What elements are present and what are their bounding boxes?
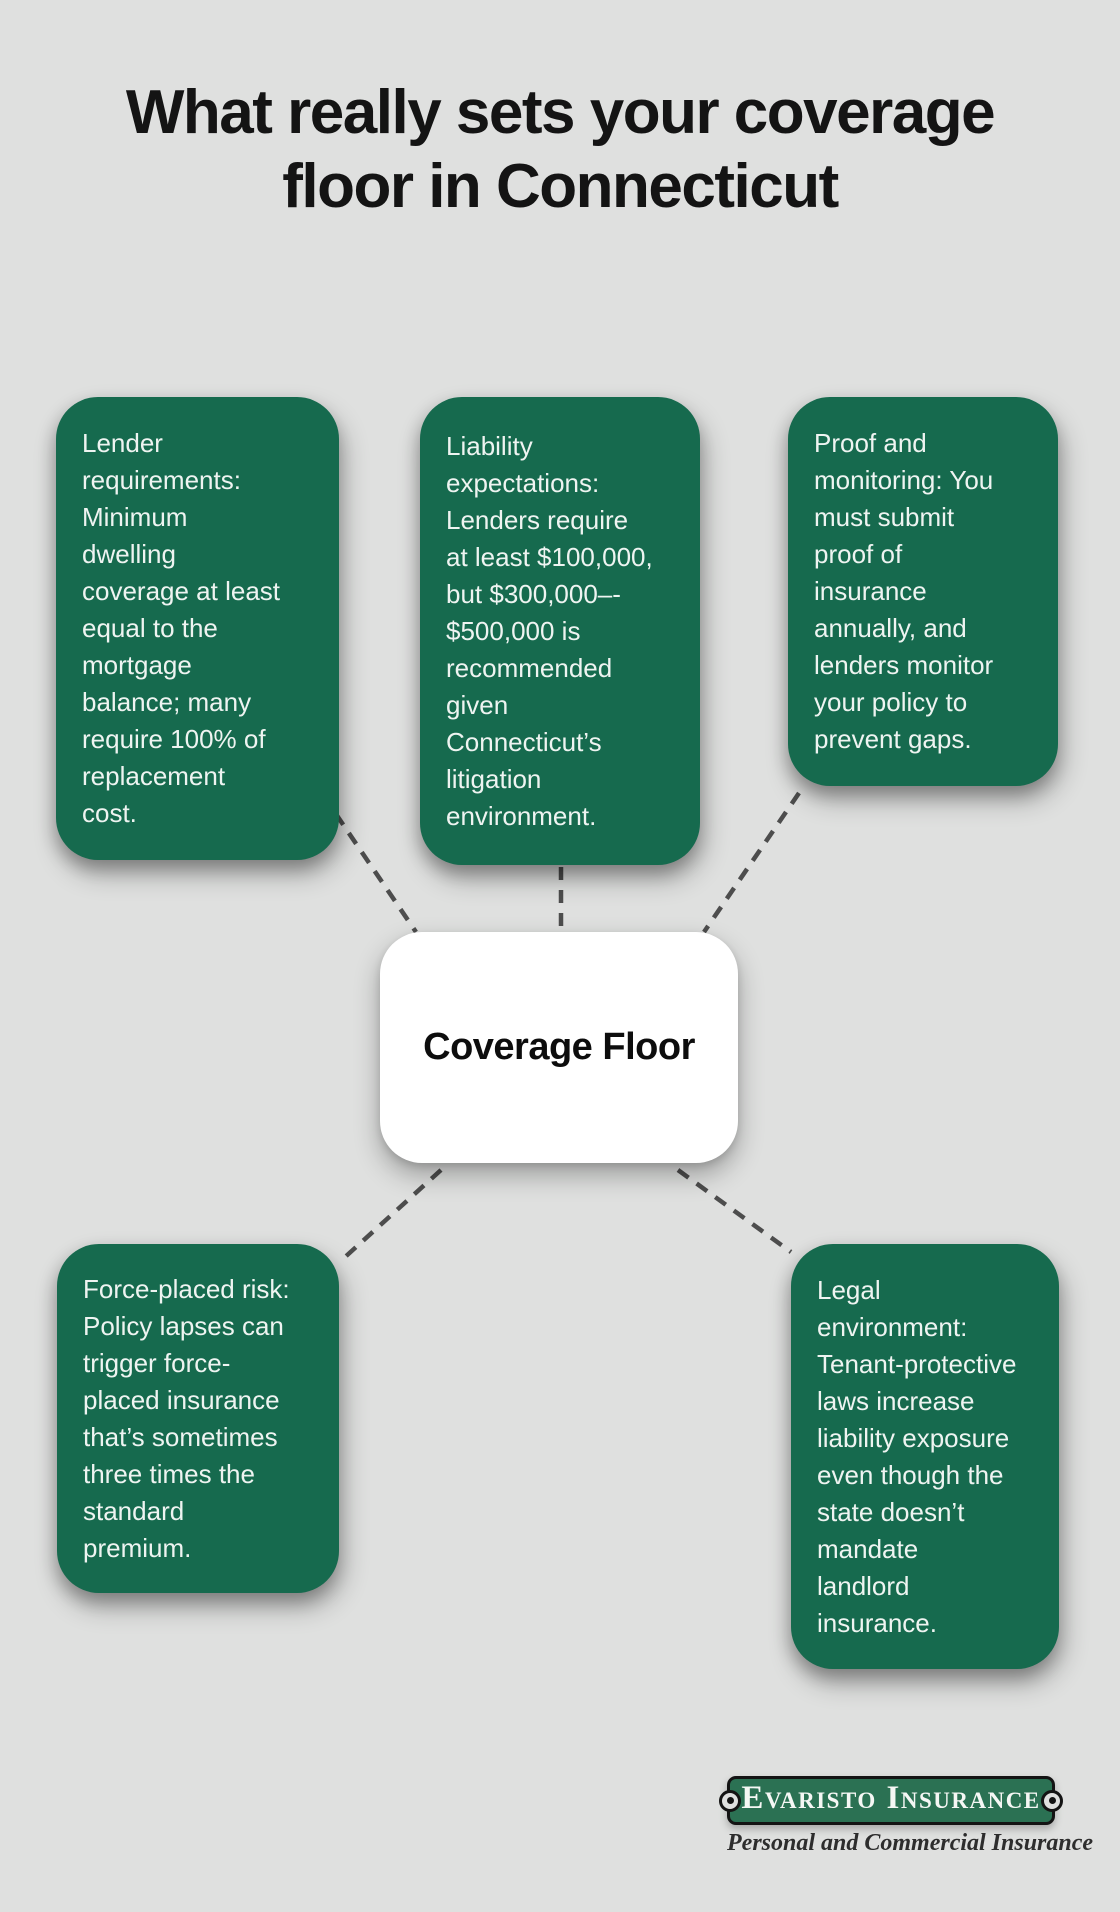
- page-title: What really sets your coverage floor in …: [0, 76, 1120, 224]
- page-title-line-2: floor in Connecticut: [282, 152, 839, 221]
- brand-logo: Evaristo Insurance Personal and Commerci…: [719, 1776, 1094, 1857]
- logo-left-dot-icon: [719, 1789, 741, 1812]
- center-node-label: Coverage Floor: [423, 1026, 695, 1068]
- node-proof-and-monitoring-text: Proof and monitoring: You must submit pr…: [814, 428, 994, 754]
- logo-right-dot-icon: [1041, 1789, 1063, 1812]
- logo-name: Evaristo Insurance: [741, 1780, 1041, 1816]
- node-liability-expectations-text: Liability expectations: Lenders require …: [446, 430, 653, 831]
- node-legal-environment: Legal environment: Tenant-protective law…: [791, 1244, 1059, 1669]
- node-lender-requirements: Lender requirements: Minimum dwelling co…: [56, 397, 339, 860]
- node-liability-expectations: Liability expectations: Lenders require …: [420, 397, 700, 865]
- page-title-line-1: What really sets your coverage: [125, 78, 996, 147]
- center-node: Coverage Floor: [380, 932, 738, 1163]
- logo-plaque: Evaristo Insurance: [719, 1776, 1063, 1825]
- node-proof-and-monitoring: Proof and monitoring: You must submit pr…: [788, 397, 1058, 786]
- node-legal-environment-text: Legal environment: Tenant-protective law…: [817, 1274, 1017, 1638]
- node-force-placed-risk: Force-placed risk: Policy lapses can tri…: [57, 1244, 339, 1593]
- connector-line-bottom-right: [676, 1168, 793, 1254]
- connector-line-top-right: [702, 791, 801, 934]
- node-force-placed-risk-text: Force-placed risk: Policy lapses can tri…: [83, 1273, 290, 1563]
- logo-tagline: Personal and Commercial Insurance: [727, 1830, 1094, 1856]
- node-lender-requirements-text: Lender requirements: Minimum dwelling co…: [82, 428, 281, 828]
- connector-line-bottom-left: [342, 1168, 443, 1260]
